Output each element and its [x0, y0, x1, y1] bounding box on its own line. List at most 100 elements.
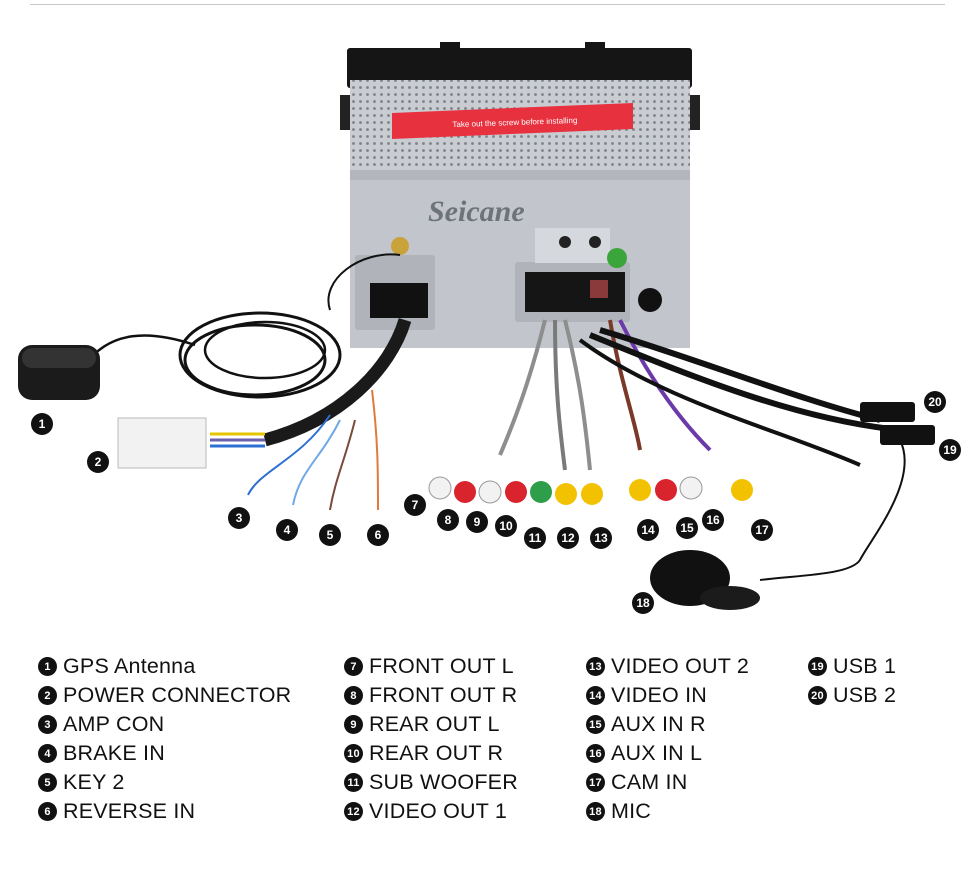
legend-number-badge: 3 — [38, 715, 57, 734]
legend-label: FRONT OUT R — [369, 683, 518, 707]
legend-label: GPS Antenna — [63, 654, 196, 678]
callout-marker-number: 2 — [95, 455, 102, 469]
legend-label: USB 2 — [833, 683, 897, 707]
callout-marker-number: 10 — [499, 519, 513, 533]
callout-marker-6: 6 — [367, 524, 389, 546]
warning-label-text: Take out the screw before installing — [452, 116, 577, 129]
legend-number-badge: 8 — [344, 686, 363, 705]
legend-label: VIDEO IN — [611, 683, 707, 707]
legend-item-17: 17 CAM IN — [586, 768, 749, 797]
callout-marker-5: 5 — [319, 524, 341, 546]
legend-item-9: 9 REAR OUT L — [344, 710, 518, 739]
callout-marker-2: 2 — [87, 451, 109, 473]
callout-marker-number: 8 — [445, 513, 452, 527]
legend-number-badge: 13 — [586, 657, 605, 676]
callout-marker-number: 20 — [928, 395, 942, 409]
callout-marker-19: 19 — [939, 439, 961, 461]
callout-marker-number: 13 — [594, 531, 608, 545]
legend-label: POWER CONNECTOR — [63, 683, 292, 707]
legend-label: BRAKE IN — [63, 741, 165, 765]
callout-marker-number: 12 — [561, 531, 575, 545]
callout-marker-14: 14 — [637, 519, 659, 541]
legend-number-badge: 9 — [344, 715, 363, 734]
legend-number-badge: 5 — [38, 773, 57, 792]
legend-label: REVERSE IN — [63, 799, 196, 823]
legend-number-badge: 20 — [808, 686, 827, 705]
power-harness — [117, 318, 412, 511]
callout-marker-number: 5 — [327, 528, 334, 542]
callout-marker-number: 7 — [412, 498, 419, 512]
legend-number-badge: 10 — [344, 744, 363, 763]
callout-marker-number: 1 — [39, 417, 46, 431]
legend-item-8: 8 FRONT OUT R — [344, 681, 518, 710]
legend-number-badge: 7 — [344, 657, 363, 676]
legend-label: REAR OUT R — [369, 741, 504, 765]
callout-marker-number: 19 — [943, 443, 957, 457]
callout-marker-13: 13 — [590, 527, 612, 549]
callout-marker-17: 17 — [751, 519, 773, 541]
legend-label: AUX IN L — [611, 741, 703, 765]
callout-marker-10: 10 — [495, 515, 517, 537]
legend-item-3: 3 AMP CON — [38, 710, 291, 739]
brand-logo: Seicane — [428, 195, 525, 228]
callout-marker-number: 6 — [375, 528, 382, 542]
callout-marker-number: 4 — [284, 523, 291, 537]
legend-item-20: 20 USB 2 — [808, 681, 896, 710]
callout-marker-number: 3 — [236, 511, 243, 525]
microphone — [650, 550, 760, 610]
legend-number-badge: 18 — [586, 802, 605, 821]
rca-plugs — [428, 476, 753, 505]
legend-number-badge: 14 — [586, 686, 605, 705]
callout-marker-number: 14 — [641, 523, 655, 537]
legend-number-badge: 12 — [344, 802, 363, 821]
legend-label: REAR OUT L — [369, 712, 500, 736]
callout-marker-number: 16 — [706, 513, 720, 527]
legend-number-badge: 11 — [344, 773, 363, 792]
callout-marker-8: 8 — [437, 509, 459, 531]
callout-marker-number: 18 — [636, 596, 650, 610]
warning-label: Take out the screw before installing — [392, 103, 633, 139]
legend-label: VIDEO OUT 2 — [611, 654, 750, 678]
legend-number-badge: 19 — [808, 657, 827, 676]
callout-marker-18: 18 — [632, 592, 654, 614]
legend-item-13: 13 VIDEO OUT 2 — [586, 652, 749, 681]
gps-antenna — [18, 253, 401, 400]
legend-number-badge: 17 — [586, 773, 605, 792]
callout-marker-9: 9 — [466, 511, 488, 533]
legend-label: USB 1 — [833, 654, 897, 678]
head-unit: Take out the screw before installing Sei… — [340, 42, 700, 348]
callout-marker-number: 15 — [680, 521, 694, 535]
legend-label: KEY 2 — [63, 770, 125, 794]
legend-label: CAM IN — [611, 770, 688, 794]
legend-item-19: 19 USB 1 — [808, 652, 896, 681]
top-divider — [30, 4, 945, 5]
callout-marker-16: 16 — [702, 509, 724, 531]
callout-marker-number: 11 — [529, 531, 542, 545]
legend-item-12: 12 VIDEO OUT 1 — [344, 797, 518, 826]
callout-marker-12: 12 — [557, 527, 579, 549]
callout-marker-3: 3 — [228, 507, 250, 529]
legend-column-4: 19 USB 1 20 USB 2 — [808, 652, 896, 710]
legend-item-5: 5 KEY 2 — [38, 768, 291, 797]
callout-marker-number: 9 — [474, 515, 481, 529]
wiring-diagram: Take out the screw before installing Sei… — [18, 42, 961, 614]
callout-marker-15: 15 — [676, 517, 698, 539]
callout-marker-1: 1 — [31, 413, 53, 435]
legend-label: AMP CON — [63, 712, 165, 736]
callout-marker-number: 17 — [755, 523, 769, 537]
legend-label: AUX IN R — [611, 712, 706, 736]
legend-number-badge: 2 — [38, 686, 57, 705]
legend-label: VIDEO OUT 1 — [369, 799, 508, 823]
callout-marker-20: 20 — [924, 391, 946, 413]
legend-item-10: 10 REAR OUT R — [344, 739, 518, 768]
callout-marker-11: 11 — [524, 527, 546, 549]
callout-marker-4: 4 — [276, 519, 298, 541]
